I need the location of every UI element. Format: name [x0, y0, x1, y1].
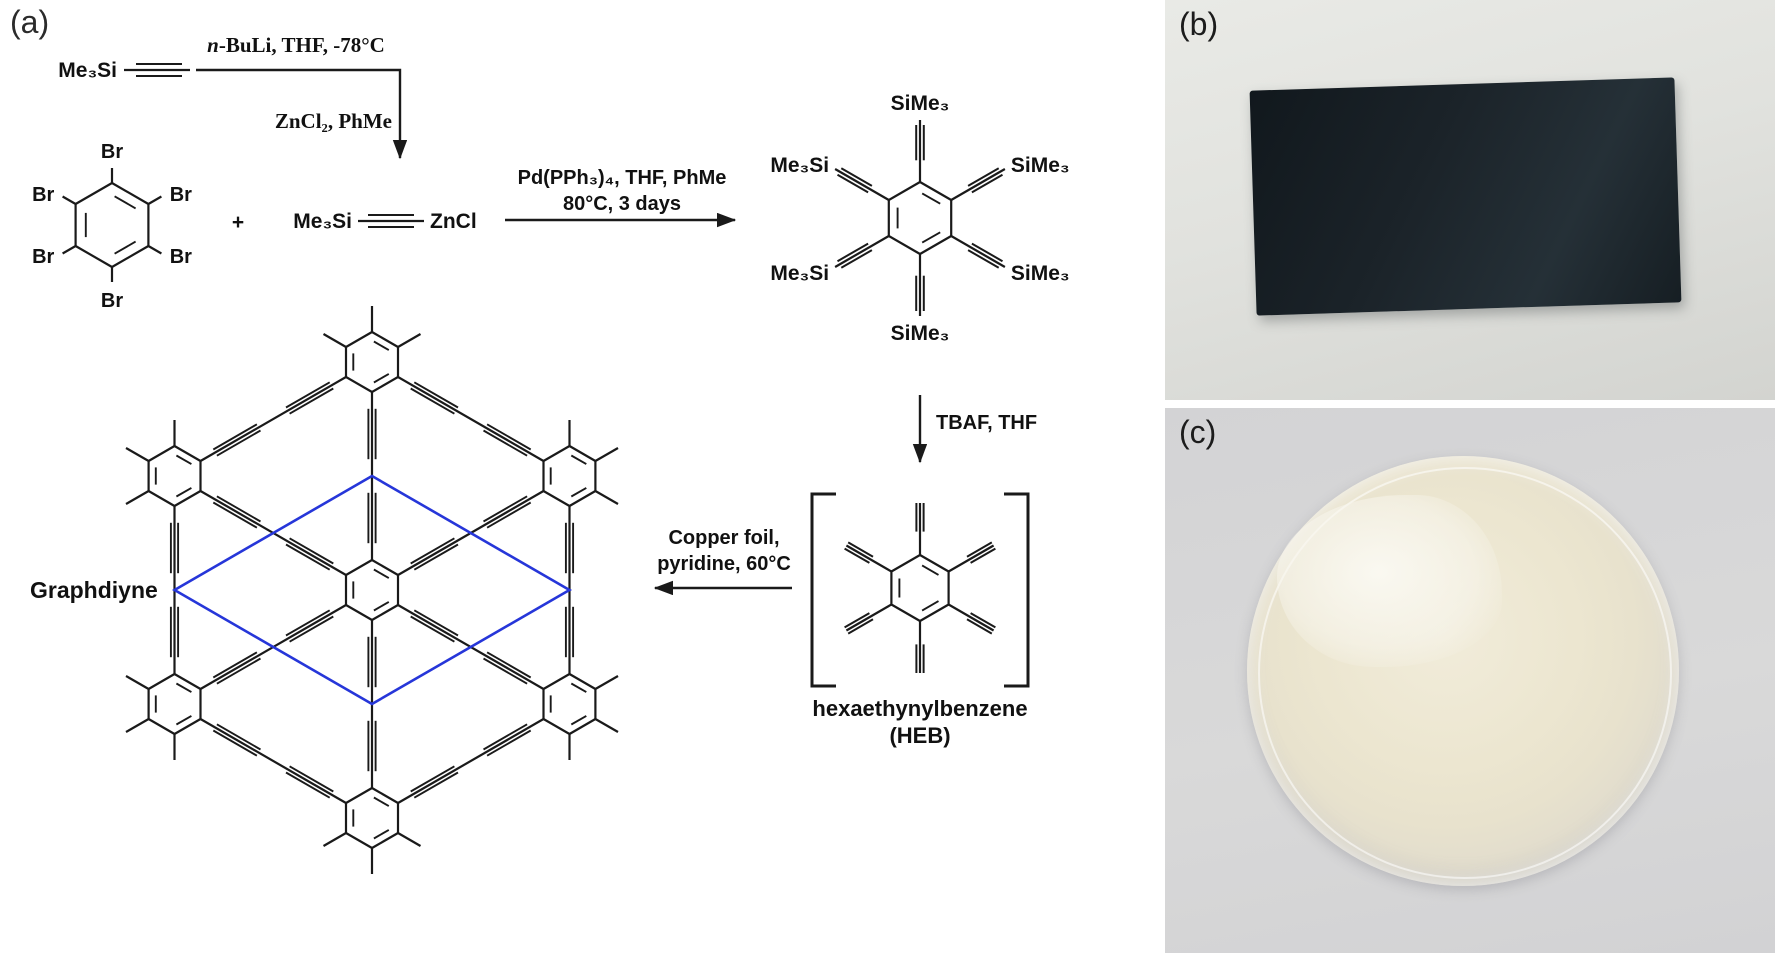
panel-b-label: (b) — [1179, 6, 1219, 42]
formula-label: SiMe₃ — [891, 322, 950, 345]
formula-label: SiMe₃ — [1011, 154, 1070, 177]
reaction-conditions-2a: Pd(PPh₃)₄, THF, PhMe — [518, 167, 727, 189]
formula-label: Me₃Si — [770, 262, 829, 285]
reaction-conditions-2b: 80°C, 3 days — [563, 193, 681, 215]
formula-label: Me₃Si — [58, 59, 117, 82]
condition-text: -BuLi, THF, -78°C — [219, 33, 385, 57]
bracket-right — [1004, 492, 1030, 688]
formula-label: Br — [32, 184, 54, 206]
reaction-scheme-svg: Me₃Si n-BuLi, THF, -78°C ZnCl₂, PhMe + M… — [30, 33, 1070, 874]
panel-b-photo: (b) — [1165, 0, 1775, 400]
formula-label: SiMe₃ — [1011, 262, 1070, 285]
reaction-conditions-1b: ZnCl₂, PhMe — [275, 109, 392, 133]
hexaethynylbenzene-structure — [844, 503, 996, 673]
heb-name: hexaethynylbenzene — [812, 696, 1027, 721]
formula-label: Br — [101, 290, 123, 312]
graphdiyne-film-image — [1249, 77, 1682, 316]
dish-rim — [1257, 466, 1673, 880]
reaction-conditions-4a: Copper foil, — [668, 527, 779, 549]
heb-abbreviation: (HEB) — [889, 723, 950, 748]
plus-sign: + — [232, 211, 244, 234]
petri-dish-image — [1247, 456, 1679, 886]
panel-c-label: (c) — [1179, 414, 1217, 450]
formula-label: ZnCl — [430, 210, 477, 233]
condition-italic-n: n — [207, 33, 219, 57]
panel-c-photo: (c) — [1165, 408, 1775, 953]
unit-cell-rhombus — [171, 474, 573, 706]
reaction-conditions-4b: pyridine, 60°C — [657, 553, 791, 575]
formula-label: Br — [170, 246, 192, 268]
graphdiyne-label: Graphdiyne — [30, 577, 158, 603]
tms-ethynyl-zincchloride-structure: Me₃Si ZnCl — [293, 210, 476, 233]
formula-label: Me₃Si — [770, 154, 829, 177]
formula-label: Br — [32, 246, 54, 268]
panel-a-scheme: (a) Me₃Si n-BuLi, THF, -78°C ZnCl₂, PhMe… — [10, 4, 1070, 874]
panel-a-label: (a) — [10, 4, 50, 40]
tms-acetylene-structure: Me₃Si — [58, 59, 190, 82]
formula-label: SiMe₃ — [891, 92, 950, 115]
reaction-arrow-1 — [196, 68, 408, 160]
graphdiyne-structure — [125, 306, 619, 874]
reaction-conditions-3: TBAF, THF — [936, 412, 1037, 434]
formula-label: Br — [170, 184, 192, 206]
formula-label: Me₃Si — [293, 210, 352, 233]
translucent-sample-film — [1277, 494, 1502, 667]
bracket-left — [810, 492, 836, 688]
reaction-conditions-1: n-BuLi, THF, -78°C — [207, 33, 385, 57]
formula-label: Br — [101, 141, 123, 163]
